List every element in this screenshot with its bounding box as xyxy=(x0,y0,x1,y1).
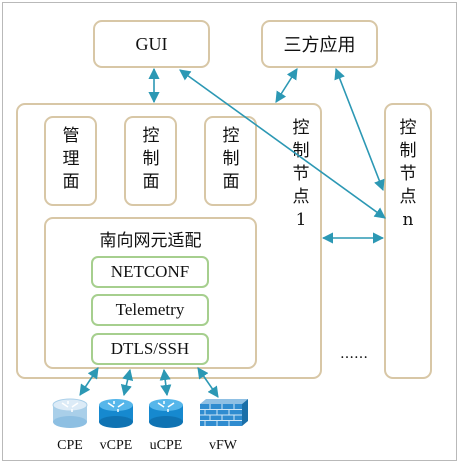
third-party-app-box: 三方应用 xyxy=(261,20,378,68)
vcpe-label: vCPE xyxy=(99,438,133,453)
netconf-label: NETCONF xyxy=(110,262,190,281)
ellipsis: …… xyxy=(340,346,368,362)
telemetry-box: Telemetry xyxy=(91,294,209,326)
control-node-n-title: 控制节点n xyxy=(399,118,417,230)
control-node-1-title: 控制节点1 xyxy=(292,118,310,230)
netconf-box: NETCONF xyxy=(91,256,209,288)
gui-label: GUI xyxy=(135,33,168,54)
ucpe-label: uCPE xyxy=(149,438,183,453)
dtls-ssh-box: DTLS/SSH xyxy=(91,333,209,365)
gui-box: GUI xyxy=(93,20,210,68)
vfw-label: vFW xyxy=(209,438,237,453)
control-plane-box-b: 控制面 xyxy=(204,116,257,206)
control-plane-label-b: 控制面 xyxy=(222,126,240,192)
control-plane-box-a: 控制面 xyxy=(124,116,177,206)
third-party-app-label: 三方应用 xyxy=(283,35,356,56)
diagram-frame xyxy=(2,2,457,461)
management-plane-label: 管理面 xyxy=(62,126,80,192)
control-plane-label-a: 控制面 xyxy=(142,126,160,192)
management-plane-box: 管理面 xyxy=(44,116,97,206)
dtls-ssh-label: DTLS/SSH xyxy=(110,339,190,358)
control-node-n xyxy=(384,103,432,379)
telemetry-label: Telemetry xyxy=(115,300,185,319)
southbound-adaptation-title: 南向网元适配 xyxy=(99,231,202,251)
cpe-label: CPE xyxy=(57,438,83,453)
